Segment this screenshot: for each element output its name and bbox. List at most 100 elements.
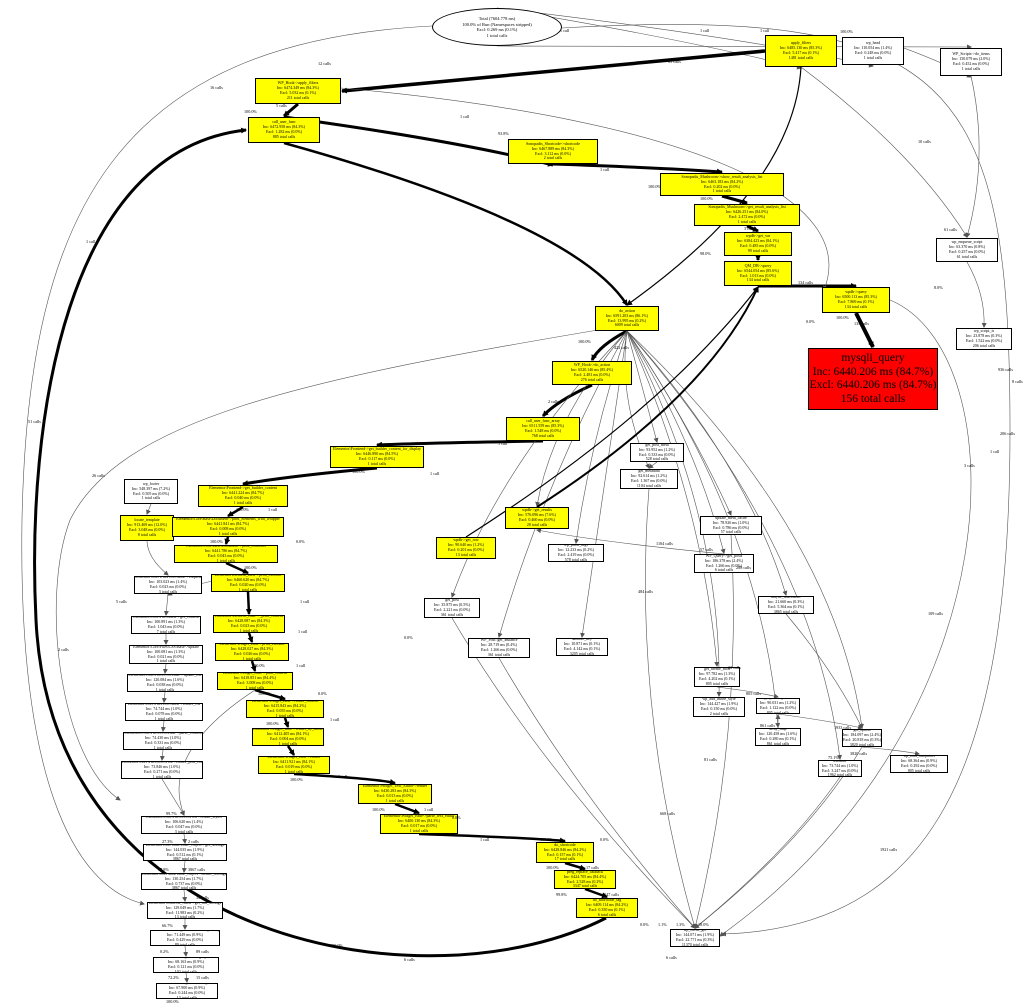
node-label-line: Elementor\Widget_Base->print_content — [222, 672, 288, 676]
edge-label: 1 call — [300, 599, 310, 604]
edge-label: 3820 calls — [850, 751, 868, 756]
edge-label: 0.0% — [318, 691, 327, 696]
node-label-line: Excl: 0.429 ms (0.0%) — [166, 937, 204, 942]
edge-label: 89 calls — [196, 949, 209, 954]
node-label-line: Excl: 0.023 ms (0.0%) — [149, 584, 187, 589]
node-label-line: Elementor\Element_Base->print_element — [214, 574, 282, 578]
call-edge — [178, 689, 256, 816]
call-edge — [966, 261, 987, 328]
node-label-line: Excl: 1.013 ms (0.0%) — [739, 272, 777, 278]
node-label-line: 8 total calls — [137, 531, 157, 537]
node-label-line: 3347 total calls — [572, 883, 598, 889]
call-edge — [376, 439, 544, 448]
node-label-line: 1 total calls — [486, 32, 508, 38]
edge-label: 134 calls — [798, 280, 814, 285]
node-label-line: Elementor\Controls_Stack->get_init_setti… — [148, 902, 222, 905]
node-label-line: Excl: 3.247 ms (0.0%) — [821, 767, 859, 773]
node-label-line: Inc: 548.397 ms (7.2%) — [132, 485, 170, 491]
node-label-line: Elementor\Frontend->get_builder_content — [209, 485, 277, 491]
node-label-line: 1 total calls — [284, 768, 304, 774]
node-label-line: 102 total calls — [174, 968, 198, 973]
edge-label: 100.0% — [330, 943, 343, 948]
node-label-line: Excl: 5.032 ms (0.1%) — [279, 90, 317, 95]
call-edge — [574, 330, 628, 544]
call-edge — [293, 772, 396, 785]
node-label-line: WP_Hook->apply_filters — [277, 80, 319, 86]
node-label-line: Excl: 0.485 ms (0.0%) — [739, 243, 777, 248]
graph-node-b5: Elementor\Controls_Stack->sanitize_setti… — [150, 930, 220, 946]
node-label-line: Inc: 68.163 ms (0.9%) — [168, 959, 204, 965]
node-label-line: Inc: 144.071 ms (1.9%) — [676, 932, 714, 938]
call-edge — [418, 832, 566, 844]
node-label-line: Inc: 6441.786 ms (84.7%) — [205, 548, 247, 554]
node-label-line: Inc: 6418.851 ms (84.4%) — [234, 675, 276, 681]
node-label-line: 1 total calls — [239, 627, 259, 633]
node-label-line: Excl: 0.452 ms (0.0%) — [952, 61, 990, 66]
node-label-line: Excl: 0.040 ms (0.0%) — [224, 495, 262, 500]
edge-label: 72.2% — [168, 975, 179, 980]
node-label-line: get_theme_mods — [764, 699, 791, 701]
node-label-line: 1 total calls — [141, 495, 161, 501]
graph-node-pew: Elementor\Core\Base\Document->print_elem… — [172, 517, 284, 537]
edge-label: 936 calls — [998, 367, 1014, 372]
node-label-line: 3867 total calls — [171, 885, 197, 890]
node-label-line: Inc: 6428.087 ms (84.3%) — [228, 618, 270, 624]
node-label-line: Inc: 74.744 ms (1.0%) — [146, 706, 182, 712]
edge-label: 100.0% — [258, 691, 271, 696]
node-label-line: Excl: 3.048 ms (0.0%) — [128, 527, 166, 532]
call-edge — [146, 503, 152, 515]
node-label-line: Inc: 6415.843 ms (84.2%) — [264, 703, 306, 709]
edge-label: 0.0% — [640, 922, 649, 927]
call-edge — [159, 749, 165, 761]
call-edge — [340, 87, 830, 291]
node-label-line: wpdb->get_results — [522, 507, 552, 513]
graph-node-c5: Elementor\Core\Files\CSS\Base->render_cs… — [125, 703, 203, 721]
node-label-line: 1962 total calls — [827, 772, 853, 777]
call-edge — [719, 299, 972, 937]
node-label-line: Inc: 10.871 ms (0.1%) — [564, 641, 600, 647]
node-label-line: Inc: 6460.620 ms (84.7%) — [227, 577, 269, 583]
node-label-line: Excl: 1.122 ms (0.0%) — [759, 705, 797, 710]
edge-label: 100.0% — [290, 777, 303, 782]
node-label-line: 805 total calls — [907, 767, 931, 773]
node-label-line: 17 total calls — [554, 856, 576, 862]
node-label-line: Inc: 12.233 ms (0.2%) — [558, 547, 594, 553]
edge-label: 1 call — [600, 167, 610, 172]
node-label-line: Excl: 0.257 ms (0.0%) — [948, 249, 986, 254]
edge-label: 2 calls — [58, 647, 69, 652]
node-label-line: Elementor\Element_Base->_print_content — [215, 615, 283, 619]
edge-label: 1 call — [560, 28, 570, 33]
edge-label: 2 calls — [188, 839, 199, 844]
node-label-line: Inc: 6467.889 ms (84.3%) — [532, 145, 574, 151]
node-label-line: WP_Scripts->do_items — [952, 51, 990, 57]
call-edge — [694, 776, 841, 929]
node-label-line: Excl: 0.786 ms (0.0%) — [712, 524, 750, 530]
node-label-line: Inc: 97.782 ms (1.3%) — [699, 671, 735, 677]
call-edge — [590, 329, 628, 361]
node-label-line: Elementor\Controls_Stack->sanitize_setti… — [151, 931, 219, 933]
node-label-line: Inc: 6446.890 ms (84.5%) — [356, 451, 398, 457]
node-label-line: 885 total calls — [272, 133, 296, 139]
node-label-line: 13 total calls — [176, 994, 198, 999]
node-label-line: Excl: 0.121 ms (0.0%) — [167, 964, 205, 969]
edge-label: 100.0% — [166, 999, 179, 1004]
edge-label: 1.3% — [676, 922, 685, 927]
call-edge — [552, 162, 723, 175]
node-label-line: call_user_func — [272, 119, 296, 125]
